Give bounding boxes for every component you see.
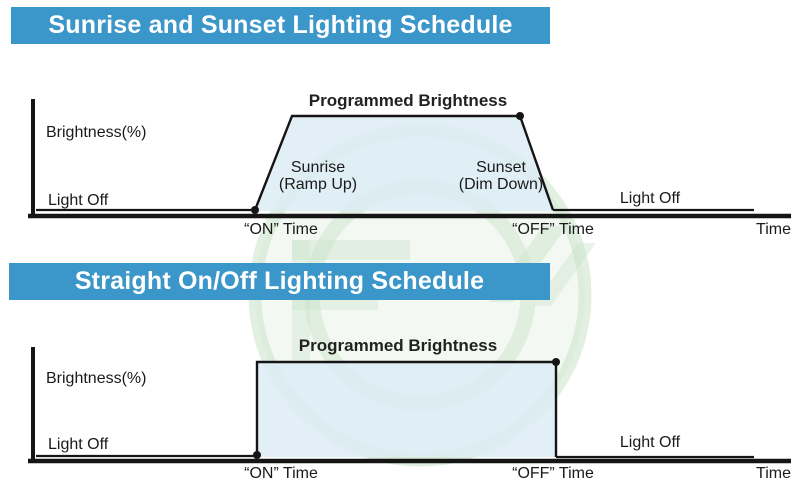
sunrise-label-line1: Sunrise — [291, 159, 345, 176]
chart1-title: Programmed Brightness — [309, 91, 507, 110]
sunrise-label-line2: (Ramp Up) — [279, 176, 357, 193]
chart2-y-axis-label: Brightness(%) — [46, 370, 146, 387]
section-header-sunrise-sunset: Sunrise and Sunset Lighting Schedule — [11, 7, 550, 44]
sunset-label-line2: (Dim Down) — [459, 176, 543, 193]
chart1-on-time-label: “ON” Time — [244, 221, 318, 238]
step-brightness-curve — [255, 360, 558, 457]
chart2-off-time-label: “OFF” Time — [512, 465, 594, 482]
sunrise-sunset-chart: Programmed Brightness Brightness(%) Ligh… — [28, 91, 791, 238]
trapezoid-brightness-fill — [255, 116, 553, 211]
trapezoid-brightness-curve — [253, 114, 555, 211]
on-time-dot — [253, 451, 261, 459]
off-time-dot — [552, 358, 560, 366]
chart2-on-time-label: “ON” Time — [244, 465, 318, 482]
off-time-dot — [516, 112, 524, 120]
chart2-title: Programmed Brightness — [299, 336, 497, 355]
chart2-light-off-left-label: Light Off — [48, 436, 109, 453]
chart1-light-off-left-label: Light Off — [48, 192, 109, 209]
chart2-x-axis-label: Time — [756, 465, 791, 482]
on-time-dot — [251, 206, 259, 214]
chart2-light-off-right-label: Light Off — [620, 434, 681, 451]
chart1-light-off-right-label: Light Off — [620, 190, 681, 207]
watermark-letter-bar-top — [292, 240, 410, 260]
chart1-y-axis-label: Brightness(%) — [46, 124, 146, 141]
rect-brightness-fill — [258, 363, 556, 457]
chart1-x-axis-label: Time — [756, 221, 791, 238]
chart1-off-time-label: “OFF” Time — [512, 221, 594, 238]
straight-onoff-chart: Programmed Brightness Brightness(%) Ligh… — [28, 336, 791, 482]
section-header-straight-onoff: Straight On/Off Lighting Schedule — [9, 263, 550, 300]
sunset-label-line1: Sunset — [476, 159, 526, 176]
